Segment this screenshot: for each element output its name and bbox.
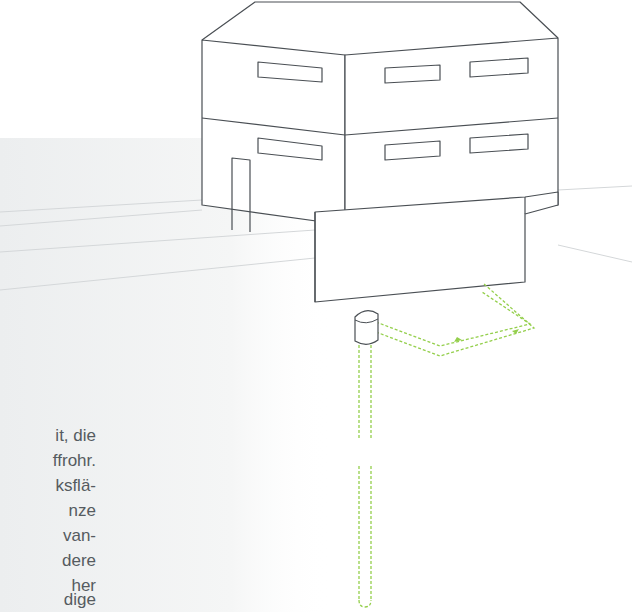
probe-head: [355, 311, 378, 345]
body-text-line: van-: [63, 526, 96, 546]
flow-arrows: [454, 329, 519, 342]
body-text-line: ksflä-: [55, 476, 96, 496]
body-text-line: it, die: [55, 426, 96, 446]
probe-head-rim: [355, 319, 378, 323]
body-text-line: nze: [69, 501, 96, 521]
body-text-line: dere: [62, 551, 96, 571]
building: [202, 2, 558, 302]
body-text-line: ffrohr.: [53, 451, 96, 471]
body-text-line: dige: [64, 590, 96, 610]
probe-loop: [359, 284, 534, 607]
